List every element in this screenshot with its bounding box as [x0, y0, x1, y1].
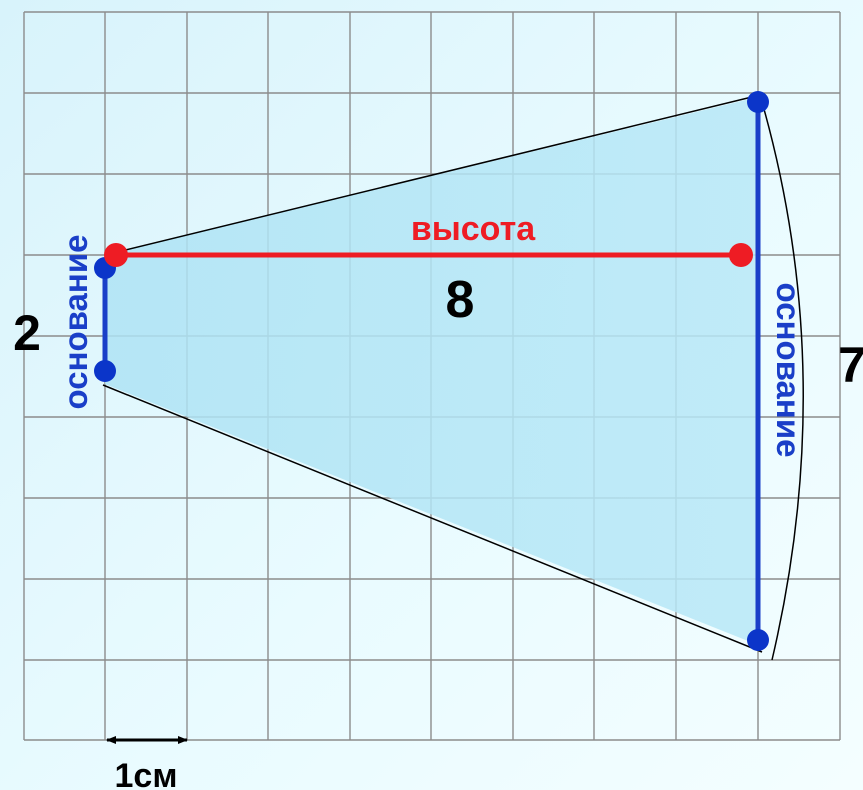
right-base-brace [759, 94, 804, 661]
height-value: 8 [446, 271, 475, 329]
right-base-word: основание [770, 283, 807, 458]
right-base-top-dot [747, 91, 769, 113]
bottom-leg [102, 384, 763, 653]
left-base-bottom-dot [94, 360, 116, 382]
trapezoid-fill [105, 97, 758, 645]
height-end-dot [729, 243, 753, 267]
left-base-word: основание [57, 235, 94, 410]
right-base-value: 7 [838, 337, 863, 393]
scale-label: 1см [115, 757, 178, 790]
left-base-value: 2 [13, 305, 41, 361]
height-word: высота [411, 210, 536, 248]
height-start-dot [104, 243, 128, 267]
top-leg [104, 94, 761, 256]
right-base-bottom-dot [747, 629, 769, 651]
